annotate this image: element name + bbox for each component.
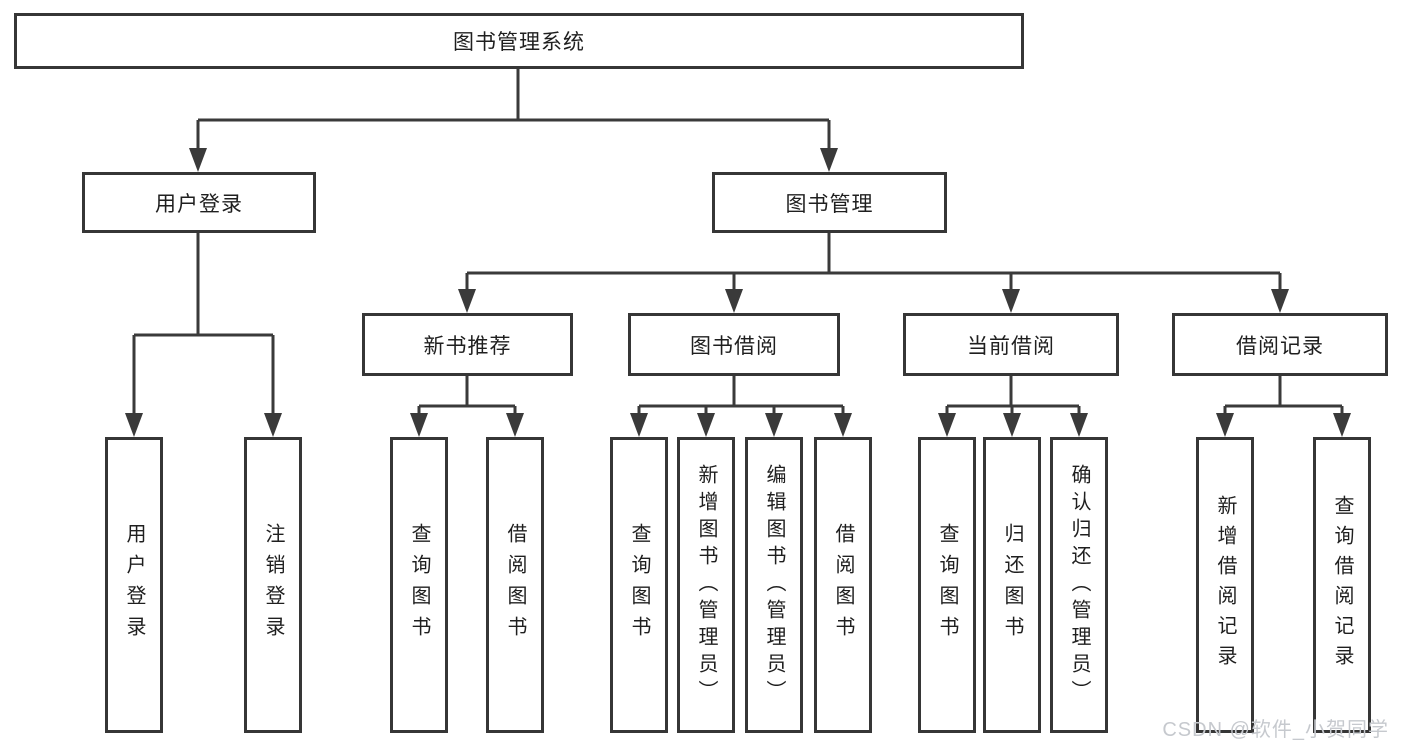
arrowhead-icon — [1216, 413, 1234, 437]
node-user-login: 用户登录 — [82, 172, 316, 233]
arrowhead-icon — [1002, 289, 1020, 313]
arrowhead-icon — [697, 413, 715, 437]
leaf-edit-book-admin: 编辑图书（管理员） — [745, 437, 803, 733]
arrowhead-icon — [1070, 413, 1088, 437]
leaf-return-book: 归还图书 — [983, 437, 1041, 733]
node-book-management: 图书管理 — [712, 172, 947, 233]
arrowhead-icon — [725, 289, 743, 313]
csdn-watermark: CSDN @软件_小贺同学 — [1162, 719, 1389, 741]
leaf-add-borrow-record: 新增借阅记录 — [1196, 437, 1254, 733]
leaf-borrow-books: 借阅图书 — [814, 437, 872, 733]
arrowhead-icon — [125, 413, 143, 437]
arrowhead-icon — [506, 413, 524, 437]
arrowhead-icon — [834, 413, 852, 437]
node-book-borrow: 图书借阅 — [628, 313, 840, 376]
leaf-query-books-current: 查询图书 — [918, 437, 976, 733]
arrowhead-icon — [1003, 413, 1021, 437]
arrowhead-icon — [765, 413, 783, 437]
arrowhead-icon — [1333, 413, 1351, 437]
arrowhead-icon — [1271, 289, 1289, 313]
node-new-book-recommend: 新书推荐 — [362, 313, 573, 376]
arrowhead-icon — [264, 413, 282, 437]
node-library-management-system: 图书管理系统 — [14, 13, 1024, 69]
arrowhead-icon — [820, 148, 838, 172]
leaf-query-books-recommend: 查询图书 — [390, 437, 448, 733]
arrowheads — [125, 148, 1351, 437]
leaf-user-login: 用户登录 — [105, 437, 163, 733]
leaf-query-books-borrow: 查询图书 — [610, 437, 668, 733]
leaf-borrow-books-recommend: 借阅图书 — [486, 437, 544, 733]
leaf-logout: 注销登录 — [244, 437, 302, 733]
arrowhead-icon — [410, 413, 428, 437]
arrowhead-icon — [189, 148, 207, 172]
arrowhead-icon — [938, 413, 956, 437]
arrowhead-icon — [630, 413, 648, 437]
arrowhead-icon — [458, 289, 476, 313]
leaf-confirm-return-admin: 确认归还（管理员） — [1050, 437, 1108, 733]
node-borrow-records: 借阅记录 — [1172, 313, 1388, 376]
node-current-borrow: 当前借阅 — [903, 313, 1119, 376]
leaf-query-borrow-record: 查询借阅记录 — [1313, 437, 1371, 733]
leaf-add-book-admin: 新增图书（管理员） — [677, 437, 735, 733]
